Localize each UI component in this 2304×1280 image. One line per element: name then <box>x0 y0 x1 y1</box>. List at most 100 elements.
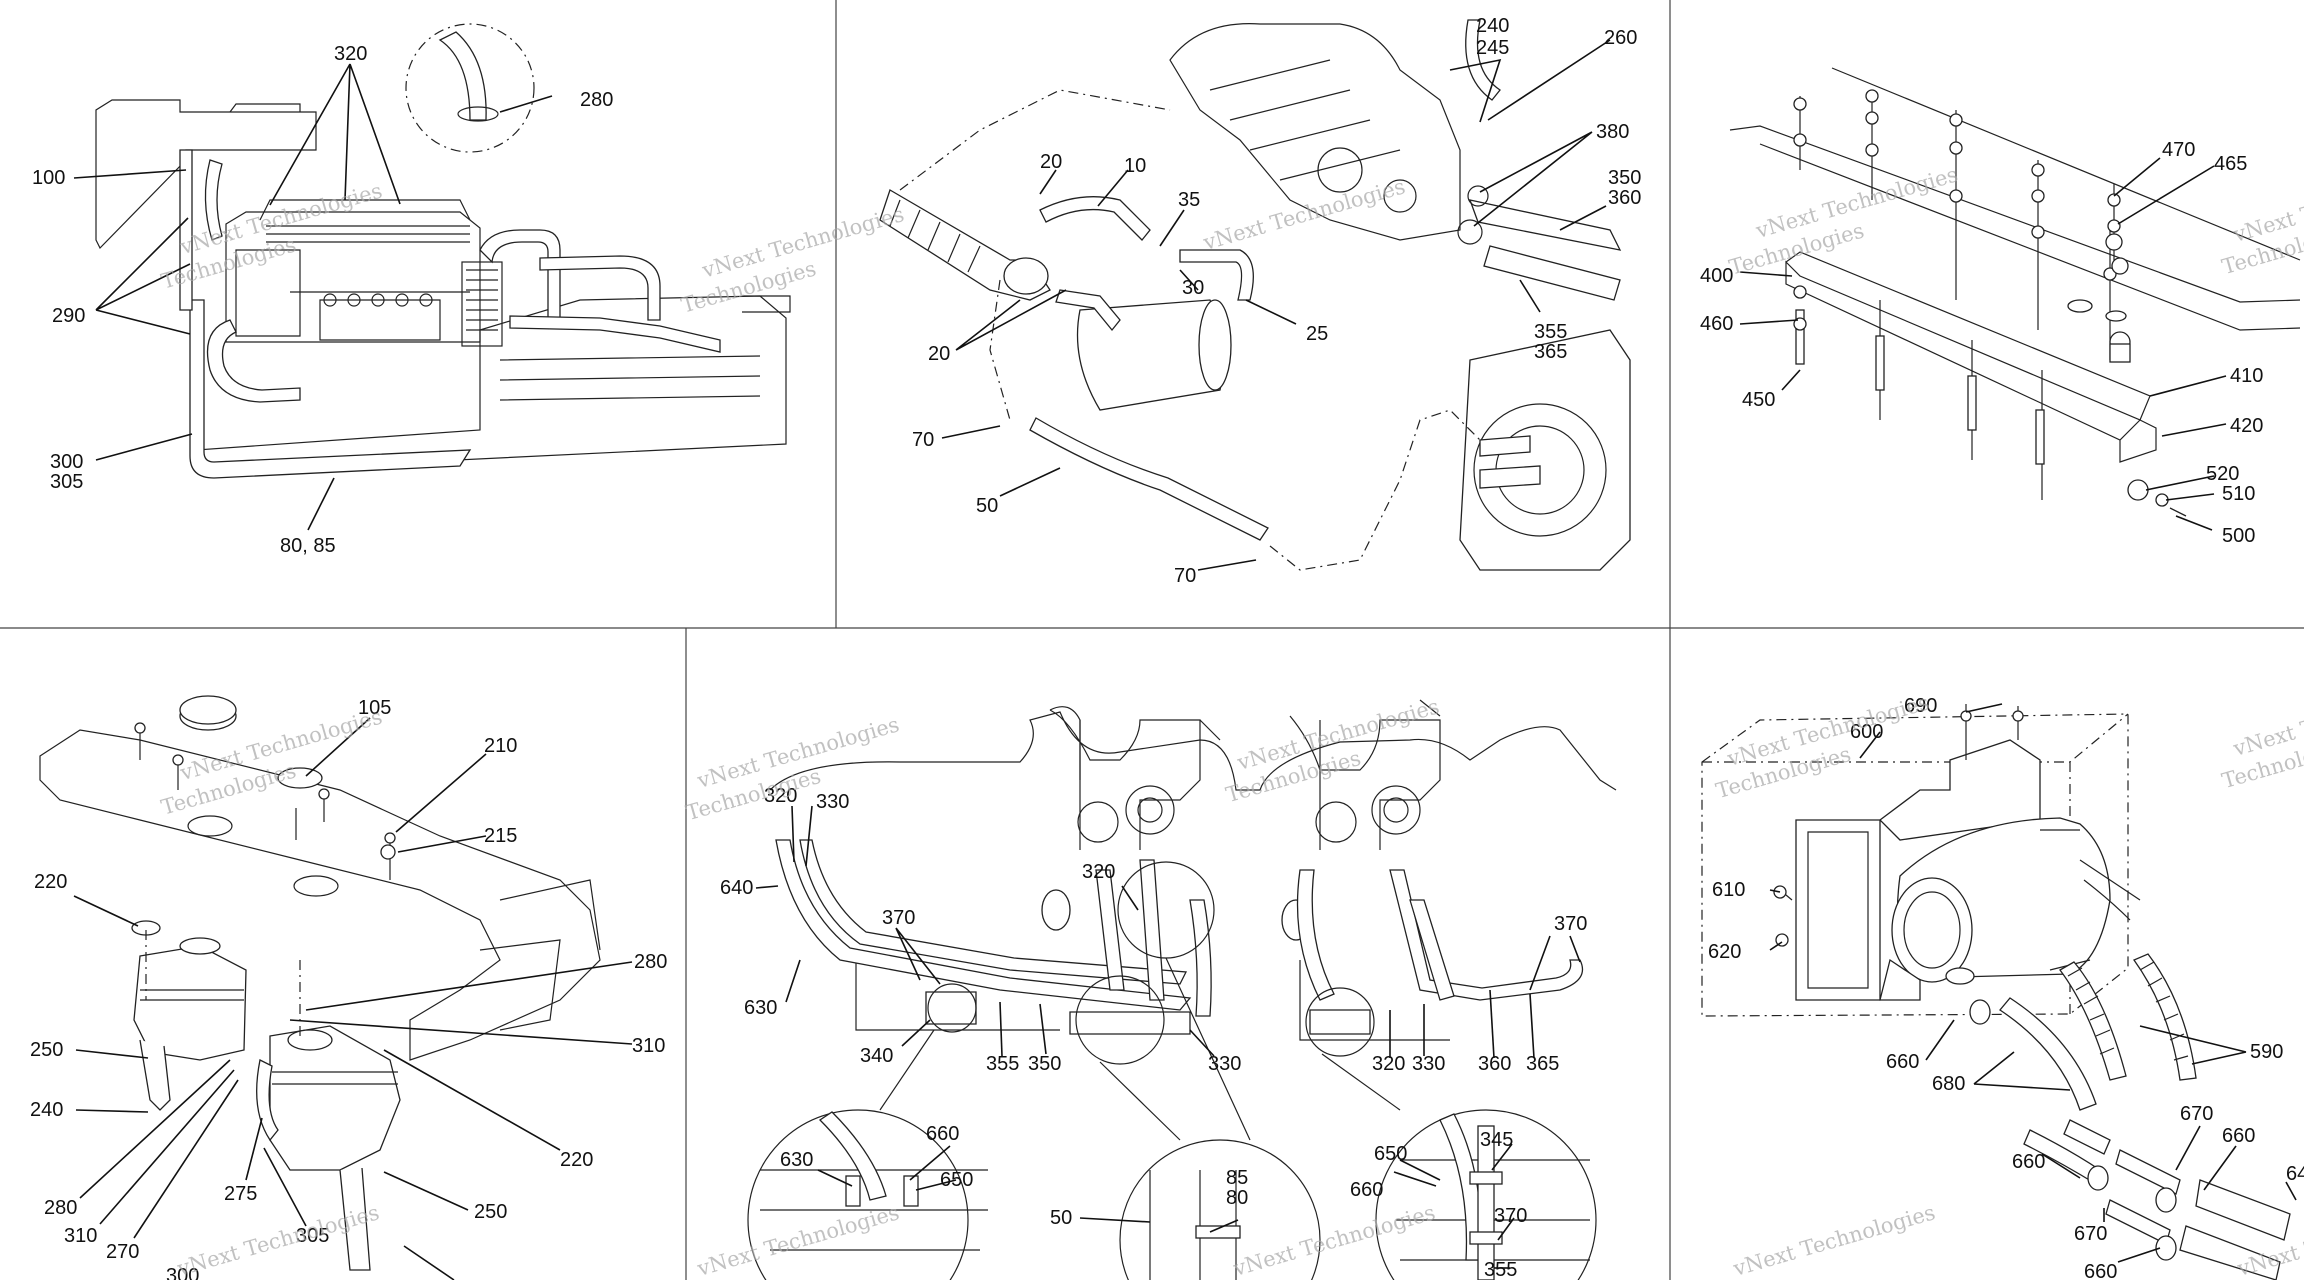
callout: 250 <box>30 1039 63 1061</box>
callout: 660 <box>926 1123 959 1145</box>
callout: 220 <box>560 1149 593 1171</box>
svg-text:vNext Technologies: vNext Technologies <box>694 1200 902 1280</box>
callout: 80, 85 <box>280 535 336 557</box>
callout: 350 <box>1028 1053 1061 1075</box>
callout: 310 <box>632 1035 665 1057</box>
callout: 330 <box>1412 1053 1445 1075</box>
callout: 650 <box>940 1169 973 1191</box>
callout: 670 <box>2180 1103 2213 1125</box>
callout: 280 <box>634 951 667 973</box>
callout: 360 <box>1478 1053 1511 1075</box>
callout: 660 <box>2222 1125 2255 1147</box>
watermark: vNext Technologies Technologies <box>2219 680 2304 793</box>
callout: 660 <box>2012 1151 2045 1173</box>
callout: 25 <box>1306 323 1328 345</box>
callout: 330 <box>1208 1053 1241 1075</box>
callout: 345 <box>1480 1129 1513 1151</box>
callout: 215 <box>484 825 517 847</box>
callout: 70 <box>1174 565 1196 587</box>
callout: 620 <box>1708 941 1741 963</box>
svg-text:vNext Technologies: vNext Technologies <box>1200 174 1408 255</box>
callout: 210 <box>484 735 517 757</box>
callout: 420 <box>2230 415 2263 437</box>
callout: 275 <box>224 1183 257 1205</box>
callout: 280 <box>580 89 613 111</box>
callout: 610 <box>1712 879 1745 901</box>
watermark: vNext Technologies Technologies <box>2219 166 2304 279</box>
callout: 35 <box>1178 189 1200 211</box>
callout: 465 <box>2214 153 2247 175</box>
watermark: vNext Technologies <box>1230 1200 1438 1280</box>
callout: 290 <box>52 305 85 327</box>
coolant-reservoir-illustration <box>39 695 633 1280</box>
hose-routing-callouts: 320 330 640 320 370 630 340 355 350 330 … <box>720 785 1587 1280</box>
watermark: vNext Technologies <box>694 1200 902 1280</box>
callout: 640 <box>720 877 753 899</box>
callout: 30 <box>1182 277 1204 299</box>
callout: 80 <box>1226 1187 1248 1209</box>
callout: 330 <box>816 791 849 813</box>
callout: 70 <box>912 429 934 451</box>
callout: 240 <box>30 1099 63 1121</box>
callout: 240 <box>1476 15 1509 37</box>
callout: 260 <box>1604 27 1637 49</box>
watermark: vNext Technologies Technologies <box>1726 162 1960 279</box>
watermark: vNext Technologies Technologies <box>1713 690 1932 803</box>
callout: 20 <box>1040 151 1062 173</box>
watermark: vNext Technologies Technologies <box>1223 694 1442 807</box>
callout: 410 <box>2230 365 2263 387</box>
callout: 460 <box>1700 313 1733 335</box>
callout: 380 <box>1596 121 1629 143</box>
callout: 650 <box>1374 1143 1407 1165</box>
engine-overview-illustration <box>73 23 791 531</box>
intake-heater-illustration <box>879 19 1631 571</box>
callout: 300 <box>50 451 83 473</box>
mounting-rail-illustration <box>1729 67 2301 531</box>
callout: 360 <box>1608 187 1641 209</box>
callout: 220 <box>34 871 67 893</box>
callout: 370 <box>882 907 915 929</box>
callout: 350 <box>1608 167 1641 189</box>
callout: 105 <box>358 697 391 719</box>
watermark: vNext Technologies <box>1200 174 1408 255</box>
svg-text:vNext Technologies: vNext Technologies <box>1730 1200 1938 1280</box>
callout: 450 <box>1742 389 1775 411</box>
engine-overview-callouts: 320 280 100 290 300 305 80, 85 <box>32 43 613 557</box>
callout: 320 <box>1082 861 1115 883</box>
callout: 590 <box>2250 1041 2283 1063</box>
callout: 85 <box>1226 1167 1248 1189</box>
callout: 640 <box>2286 1163 2304 1185</box>
coolant-reservoir-callouts: 105 210 215 220 280 310 250 240 220 280 … <box>30 697 667 1280</box>
callout: 100 <box>32 167 65 189</box>
callout: 690 <box>1904 695 1937 717</box>
svg-text:vNext Technologies: vNext Technologies <box>1230 1200 1438 1280</box>
callout: 320 <box>334 43 367 65</box>
callout: 600 <box>1850 721 1883 743</box>
callout: 50 <box>976 495 998 517</box>
callout: 370 <box>1554 913 1587 935</box>
callout: 270 <box>106 1241 139 1263</box>
callout: 320 <box>764 785 797 807</box>
callout: 670 <box>2074 1223 2107 1245</box>
mounting-rail-callouts: 470 465 400 460 450 410 420 520 510 500 <box>1700 139 2263 547</box>
callout: 365 <box>1534 341 1567 363</box>
intake-heater-callouts: 240 245 260 20 10 35 380 350 360 30 25 2… <box>912 15 1641 587</box>
hose-routing-illustration <box>747 699 1617 1280</box>
callout: 320 <box>1372 1053 1405 1075</box>
callout: 630 <box>744 997 777 1019</box>
callout: 500 <box>2222 525 2255 547</box>
callout: 630 <box>780 1149 813 1171</box>
callout: 310 <box>64 1225 97 1247</box>
callout: 355 <box>1484 1259 1517 1280</box>
callout: 300 <box>166 1265 199 1280</box>
callout: 470 <box>2162 139 2195 161</box>
callout: 400 <box>1700 265 1733 287</box>
callout: 250 <box>474 1201 507 1223</box>
heater-unit-callouts: 690 600 610 620 660 680 590 670 660 660 … <box>1708 695 2304 1280</box>
callout: 20 <box>928 343 950 365</box>
callout: 305 <box>50 471 83 493</box>
callout: 305 <box>296 1225 329 1247</box>
callout: 280 <box>44 1197 77 1219</box>
